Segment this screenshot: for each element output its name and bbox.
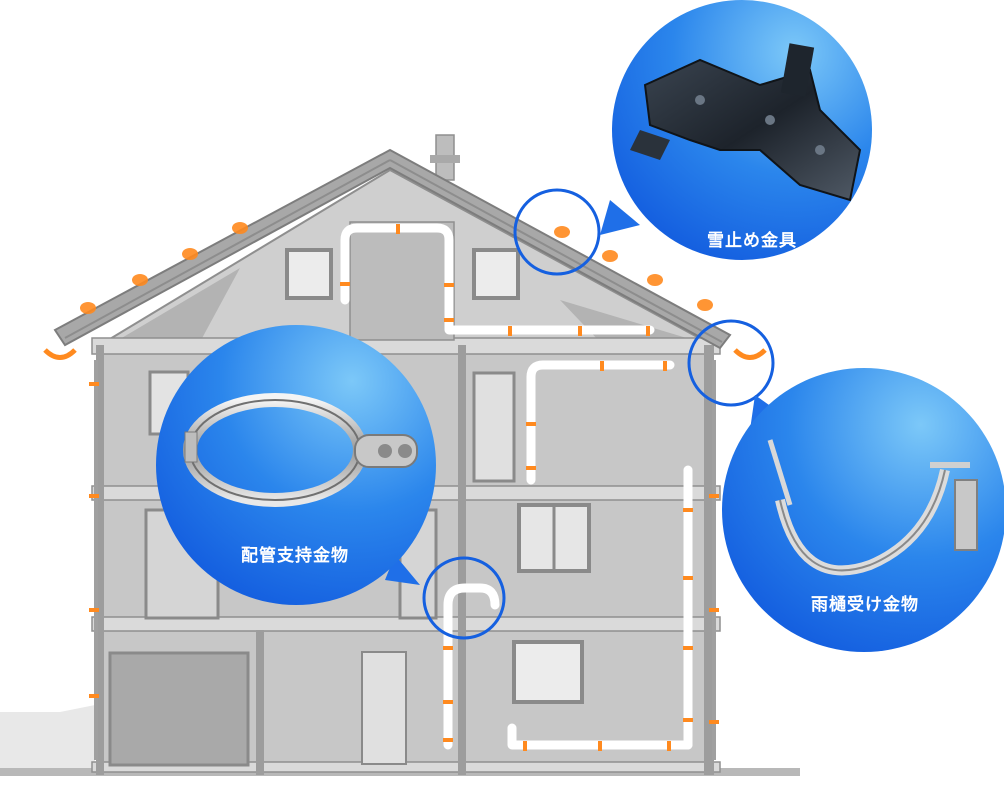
snow-guard-markers	[80, 222, 713, 314]
highlight-circles	[422, 188, 775, 640]
snow-guard-label: 雪止め金具	[707, 231, 797, 251]
callout-pipe-support	[156, 325, 436, 605]
pipe-clamp-icon	[183, 393, 418, 507]
piping	[340, 223, 693, 750]
callout-gutter-bracket	[722, 368, 1004, 652]
snow-guard-bracket-icon	[630, 43, 862, 202]
pipe-support-markers	[89, 224, 719, 751]
callout-snow-guard	[600, 0, 872, 260]
roof	[43, 148, 767, 360]
pipe-support-label: 配管支持金物	[241, 546, 349, 566]
gutter-hanger-icon	[767, 439, 978, 576]
gutter-bracket-label: 雨樋受け金物	[811, 595, 919, 615]
